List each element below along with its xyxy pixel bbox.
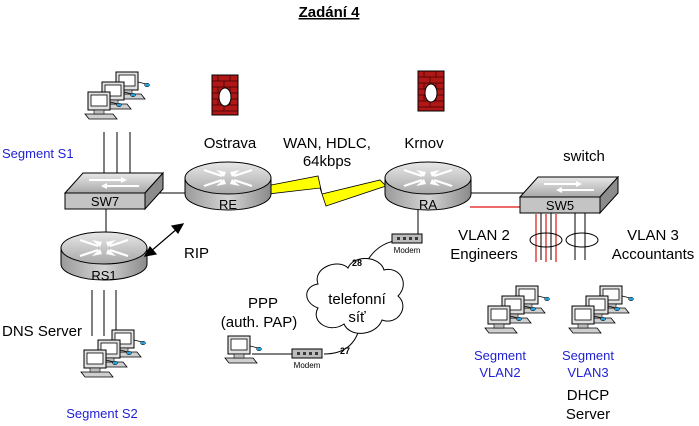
port-lower-label: 27 (340, 346, 350, 356)
phone-network-cloud-icon (306, 258, 404, 334)
router-rs1-label: RS1 (91, 268, 116, 283)
cloud-label-line1: telefonní (328, 291, 386, 308)
dhcp-label-line1: DHCP (567, 387, 610, 404)
vlan2-red-links (470, 206, 557, 262)
site-krnov-label: Krnov (404, 135, 444, 152)
segment-s1-label: Segment S1 (2, 146, 74, 161)
segment-vlan3-label-line2: VLAN3 (567, 365, 608, 380)
rip-label: RIP (184, 245, 209, 262)
router-re-label: RE (219, 197, 237, 212)
switch-sw7-label: SW7 (91, 194, 119, 209)
wan-label-line2: 64kbps (303, 153, 351, 170)
vlan2-label-line1: VLAN 2 (458, 227, 510, 244)
firewall-ostrava-icon (211, 74, 239, 116)
segment-vlan3-label-line1: Segment (562, 348, 614, 363)
switch-sw5-label: SW5 (546, 198, 574, 213)
vlan2-label-line2: Engineers (450, 246, 518, 263)
segment-vlan2-label-line1: Segment (474, 348, 526, 363)
vlan3-bundle-ring (565, 232, 599, 248)
segment-vlan3-pcs (568, 285, 634, 334)
cloud-label-line2: síť (348, 309, 366, 326)
modem-lower-icon (291, 348, 323, 359)
segment-vlan2-pcs (484, 285, 550, 334)
ppp-label-line2: (auth. PAP) (221, 314, 297, 331)
modem-upper-label: Modem (394, 246, 421, 255)
segment-s2-pcs (80, 329, 146, 378)
links (91, 132, 586, 355)
segment-s1-pcs (84, 71, 150, 120)
dhcp-label-line2: Server (566, 406, 610, 423)
rip-arrow-icon (143, 223, 185, 257)
site-ostrava-label: Ostrava (204, 135, 257, 152)
segment-s2-label: Segment S2 (66, 406, 138, 421)
wan-label-line1: WAN, HDLC, (283, 135, 371, 152)
router-ra-label: RA (419, 197, 437, 212)
firewall-krnov-icon (417, 70, 445, 112)
vlan2-bundle-ring (529, 232, 563, 248)
ppp-label-line1: PPP (248, 295, 278, 312)
wan-lightning-icon (265, 175, 387, 207)
vlan3-label-line1: VLAN 3 (627, 227, 679, 244)
switch-label: switch (563, 148, 605, 165)
diagram-title: Zadání 4 (299, 4, 361, 21)
dns-server-label: DNS Server (2, 323, 82, 340)
vlan3-label-line2: Accountants (612, 246, 695, 263)
modem-lower-label: Modem (294, 361, 321, 370)
modem-upper-icon (391, 233, 423, 244)
segment-vlan2-label-line2: VLAN2 (479, 365, 520, 380)
port-upper-label: 28 (352, 258, 362, 268)
ppp-pc-icon (224, 335, 262, 364)
